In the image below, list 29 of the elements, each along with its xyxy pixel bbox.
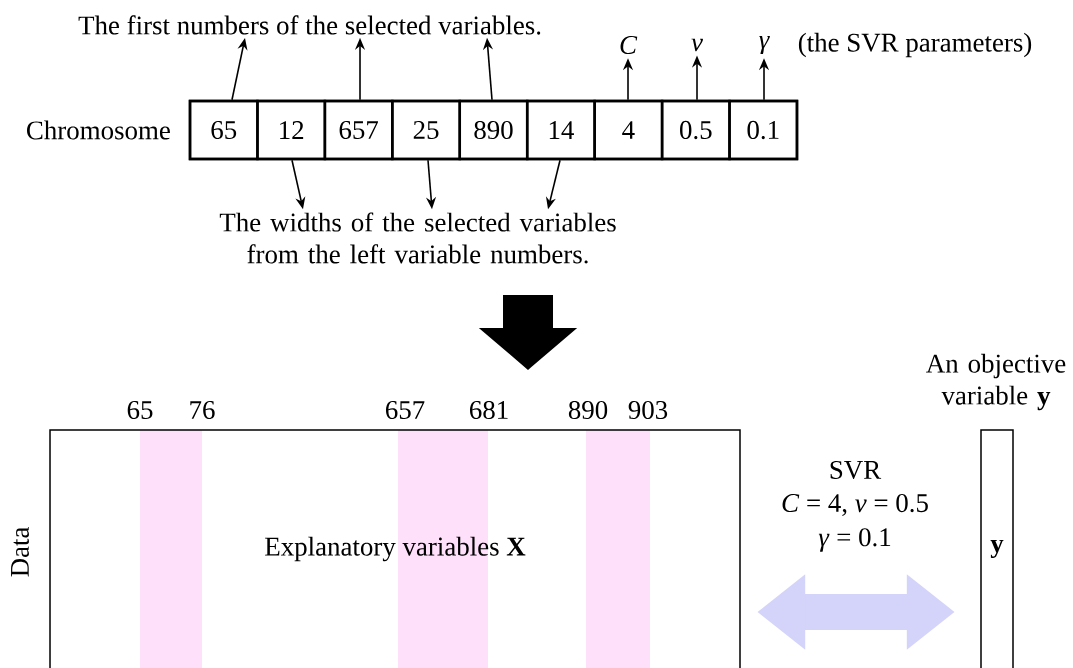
target-column: y	[980, 429, 1014, 668]
parameter-symbol: C	[620, 35, 638, 55]
gene-cell: 0.1	[728, 99, 799, 161]
column-number: 657	[386, 400, 425, 420]
gene-cell: 4	[593, 99, 664, 161]
edge-label: SVR	[827, 459, 883, 481]
column-number: 76	[190, 400, 215, 420]
parameter-text: γ = 0.1	[818, 528, 891, 552]
gene-cell: 0.5	[660, 99, 731, 161]
gene-cell: 657	[323, 99, 394, 161]
gene-cell: 65	[188, 99, 259, 161]
column-number: 681	[470, 400, 508, 420]
column-number: 65	[127, 400, 153, 420]
annotation-text: The widths of the selected variables from the left variable numbers.	[219, 212, 616, 264]
parameter-symbol: ν	[691, 38, 703, 52]
column-number: 890	[568, 400, 608, 420]
note-text: (the SVR parameters)	[798, 32, 1032, 58]
axis-label: Data	[11, 526, 29, 577]
gene-cell: 12	[256, 99, 327, 161]
annotation-text: The first numbers of the selected variables.	[78, 15, 541, 35]
gene-cell: 890	[458, 99, 529, 161]
gene-cell: 14	[525, 99, 596, 161]
parameter-symbol: γ	[759, 35, 770, 55]
row-label: Chromosome	[27, 120, 170, 140]
gene-cell: 25	[391, 99, 461, 161]
column-heading: An objective variable y	[926, 353, 1066, 411]
data-matrix: Explanatory variables X	[49, 429, 741, 668]
column-number: 903	[628, 400, 668, 420]
parameter-text: C = 4, ν = 0.5	[782, 494, 928, 516]
